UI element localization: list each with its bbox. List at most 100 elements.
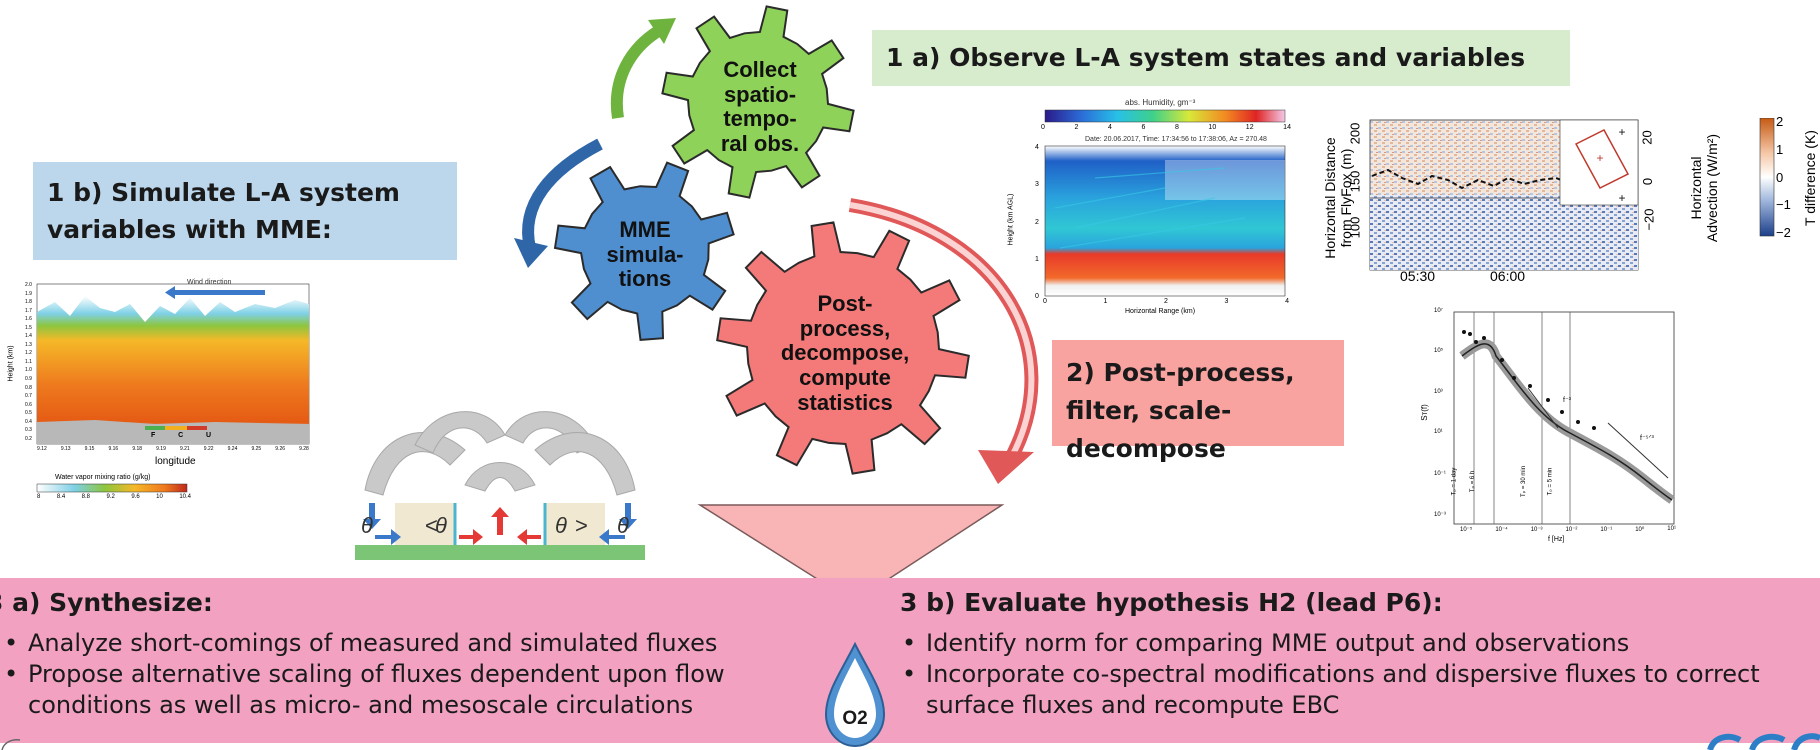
theta-label: θ	[361, 513, 373, 538]
spectrum-y-ticks: 10⁷ 10⁵ 10³ 10¹ 10⁻¹ 10⁻³	[1434, 308, 1454, 518]
cycle-arrow-red	[848, 198, 1039, 484]
tick-label: 10.4	[179, 494, 191, 500]
tick-label: 10⁻²	[1565, 527, 1578, 533]
tick-label: −2	[1776, 225, 1791, 240]
tick-label: 20	[1639, 130, 1655, 145]
tick-label: 2	[1776, 114, 1784, 129]
tick-label: 0	[1776, 169, 1784, 185]
tick-label: 10⁻⁴	[1495, 527, 1508, 533]
flyfox-y-ticks-left: 200 150 100	[1347, 118, 1368, 268]
tick-label: 0	[1035, 293, 1039, 300]
gear-postprocess	[716, 221, 970, 475]
tick-label: 2.0	[25, 282, 32, 288]
tick-label: 1.6	[25, 316, 32, 323]
tick-label: 8	[1174, 124, 1179, 131]
tick-label: 3	[1035, 181, 1039, 189]
tick-label: 9.2	[106, 494, 115, 500]
tick-label: 0.5	[25, 410, 32, 417]
tick-label: 10¹	[1667, 526, 1676, 532]
tick-label: 0.8	[25, 384, 32, 391]
tick-label: −20	[1641, 208, 1657, 231]
tick-label: 100	[1347, 216, 1363, 239]
lt-label: <	[425, 513, 438, 538]
tick-label: 06:00	[1490, 268, 1526, 284]
theta-label: θ	[617, 513, 629, 538]
tick-label: 2	[1074, 124, 1079, 131]
flyfox-plot: + + + Horizontal Distance from FlyFox (m…	[1310, 114, 1820, 284]
synthesize-item: Analyze short-comings of measured and si…	[2, 628, 792, 659]
tick-label: 9.15	[84, 446, 95, 452]
tick-label: 1	[1035, 255, 1039, 263]
tick-label: 1.5	[25, 324, 32, 331]
evaluate-item: Incorporate co-spectral modifications an…	[900, 659, 1800, 721]
tick-label: 1	[1103, 298, 1108, 305]
spectrum-y-label: Sᴛ(f)	[1419, 404, 1429, 421]
tick-label: 10⁰	[1635, 527, 1645, 533]
tick-label: 1.8	[25, 299, 32, 306]
gear-label-mme: MME simula- tions	[606, 217, 684, 292]
lidar-x-ticks: 0 1 2 3 4	[1043, 298, 1289, 305]
tick-label: 10⁻³	[1530, 527, 1543, 533]
tick-label: 10	[156, 494, 163, 500]
postprocess-box: 2) Post-process, filter, scale-decompose	[1052, 340, 1344, 463]
tick-label: 8.4	[56, 494, 66, 500]
tick-label: 2	[1035, 218, 1039, 226]
tick-label: 1.4	[25, 333, 32, 340]
tick-label: 9.12	[37, 446, 47, 452]
flyfox-y-ticks-right: 20 0 −20	[1640, 118, 1660, 268]
spectrum-plot: Sᴛ(f) 10⁷ 10⁵ 10³ 10¹ 10⁻¹ 10⁻³ 10⁻⁵ 10⁻…	[1418, 308, 1680, 546]
tick-label: 10⁷	[1434, 308, 1443, 314]
wrf-colorbar-title: Water vapor mixing ratio (g/kg)	[55, 474, 151, 481]
tick-label: 9.22	[203, 446, 214, 452]
tick-label: 0	[1640, 177, 1656, 186]
gear-shape	[553, 161, 735, 341]
spectrum-slope-label: f⁻³	[1563, 397, 1571, 404]
tick-label: 0	[1043, 298, 1047, 305]
gear-label-collect: Collect spatio- tempo- ral obs.	[720, 57, 800, 156]
spectrum-x-label: f [Hz]	[1548, 536, 1565, 543]
tick-label: 10¹	[1434, 429, 1443, 436]
tick-label: 9.16	[108, 446, 119, 452]
simulate-label: 1 b) Simulate L-A system variables with …	[47, 178, 400, 244]
tick-label: 12	[1245, 124, 1254, 131]
tick-label: 14	[1283, 124, 1291, 131]
gear-shape	[716, 221, 970, 475]
evaluate-item: Identify norm for comparing MME output a…	[900, 628, 1800, 659]
tick-label: 8.8	[81, 494, 90, 500]
flyfox-colorbar-ticks: 2 1 0 −1 −2	[1776, 114, 1796, 240]
evaluate-list: Identify norm for comparing MME output a…	[900, 628, 1800, 721]
tick-label: 0.6	[25, 401, 32, 408]
wrf-x-label: longitude	[155, 456, 196, 467]
tick-label: 8	[37, 494, 41, 500]
wrf-wind-label: Wind direction	[187, 279, 232, 286]
tick-label: 10⁻⁵	[1460, 527, 1473, 533]
tick-label: 9.19	[156, 446, 166, 452]
spectrum-vline-label: Tₚ = 5 min	[1547, 467, 1554, 496]
wrf-x-ticks: 9.12 9.13 9.15 9.16 9.18 9.19 9.21 9.22 …	[37, 446, 309, 452]
tick-label: 9.25	[251, 446, 262, 452]
tick-label: 9.26	[275, 446, 286, 452]
spectrum-vline-label: Tₚ = 1 day	[1451, 467, 1458, 496]
svg-text:+: +	[1596, 151, 1603, 165]
gear-mme	[553, 161, 735, 341]
tick-label: 9.18	[132, 446, 143, 452]
evaluate-title: 3 b) Evaluate hypothesis H2 (lead P6):	[900, 588, 1443, 617]
observe-label: 1 a) Observe L-A system states and varia…	[886, 43, 1526, 72]
tick-label: 10⁻¹	[1600, 527, 1613, 533]
theta-label: θ	[555, 513, 567, 538]
lidar-colorbar-ticks: 0 2 4 6 8 10 12 14	[1041, 124, 1291, 134]
flyfox-colorbar-label: T difference (K)	[1802, 130, 1818, 226]
simulate-box: 1 b) Simulate L-A system variables with …	[33, 162, 457, 260]
fcu-label: F	[151, 432, 156, 439]
logo-fragment-left	[1, 739, 21, 750]
lidar-plot: abs. Humidity, gm⁻³ 0 2 4 6 8 10 12 14 D…	[1007, 98, 1300, 318]
wrf-colorbar-ticks: 8 8.4 8.8 9.2 9.6 10 10.4	[37, 494, 191, 500]
lidar-x-label: Horizontal Range (km)	[1125, 308, 1196, 315]
fcu-label: C	[178, 432, 184, 439]
tick-label: 10⁻³	[1434, 511, 1446, 518]
tick-label: 0.4	[25, 418, 32, 425]
tick-label: 1.2	[25, 350, 32, 357]
tick-label: 4	[1035, 144, 1039, 151]
tick-label: 0.2	[25, 435, 32, 442]
